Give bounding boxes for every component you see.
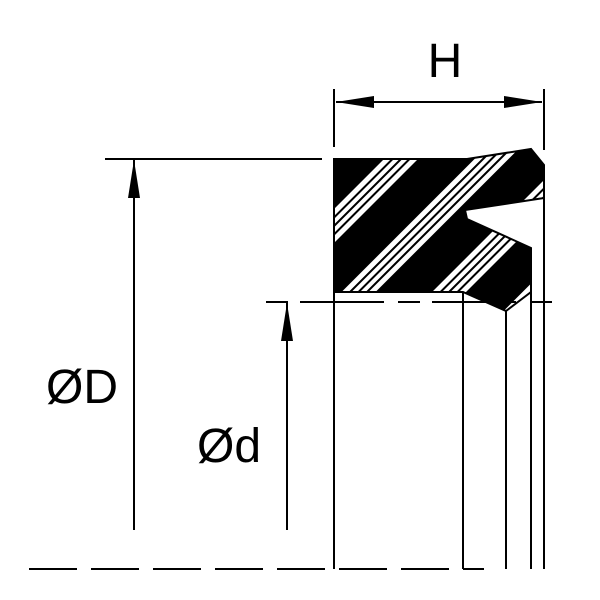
od-label: ØD <box>46 361 118 414</box>
h-label: H <box>428 35 463 88</box>
id-label: Ød <box>197 420 261 473</box>
construction-lines <box>333 89 545 569</box>
seal-profile <box>333 147 545 313</box>
